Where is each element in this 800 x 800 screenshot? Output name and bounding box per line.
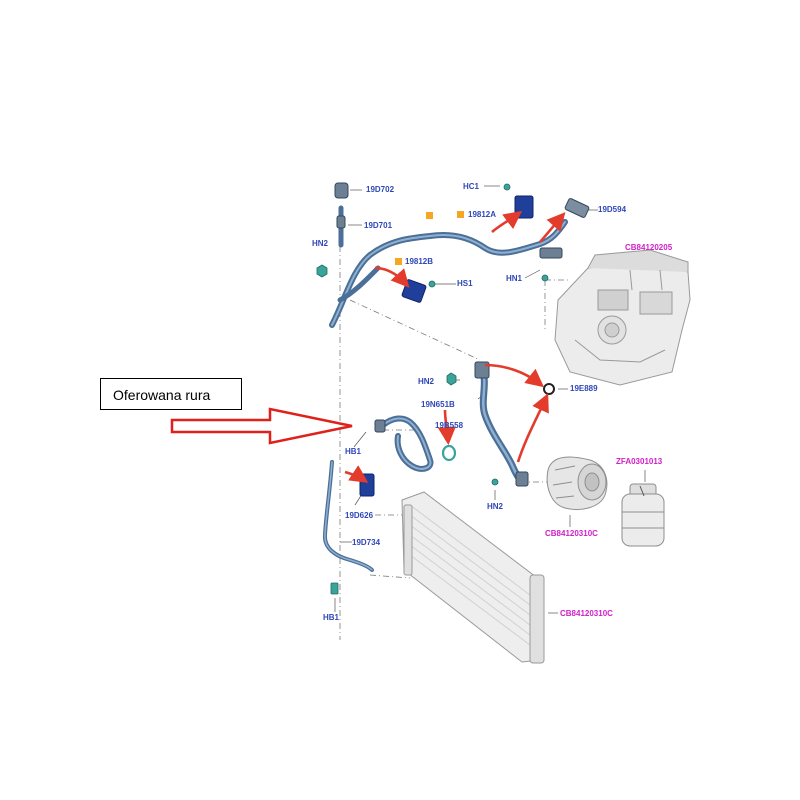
clip-hn2-low (515, 471, 529, 487)
offered-hose-19b558-inner (382, 417, 432, 470)
markers (395, 211, 464, 265)
front-hose-19n651b-inner (480, 366, 524, 484)
connector-hn1 (539, 247, 563, 259)
label-19b558: 19B558 (435, 421, 464, 430)
fasteners (316, 183, 549, 595)
nut-hn2-top (316, 264, 328, 278)
label-hn2-top: HN2 (312, 239, 329, 248)
liquid-line-19d734-inner (324, 461, 373, 571)
label-hn2-mid: HN2 (418, 377, 435, 386)
fitting-19d594 (564, 198, 590, 218)
nut-hn2-mid (446, 372, 457, 386)
nut-hn1 (541, 274, 549, 282)
label-hb1-top: HB1 (345, 447, 362, 456)
fitting-hb1-upper (374, 419, 386, 433)
arrow-to-19812b (374, 266, 410, 288)
label-hc1: HC1 (463, 182, 480, 191)
label-19812a: 19812A (468, 210, 497, 219)
stud-hs1 (428, 280, 436, 288)
upper-suction-hose-inner (331, 221, 566, 326)
label-cb84120310c-compressor: CB84120310C (545, 529, 598, 538)
marker-19812a (457, 211, 464, 218)
bracket-19d626 (359, 473, 375, 497)
label-19812b: 19812B (405, 257, 434, 266)
condenser (401, 491, 545, 664)
label-zfa0301013: ZFA0301013 (616, 457, 663, 466)
ac-compressor (546, 456, 608, 510)
callout-text: Oferowana rura (113, 387, 211, 403)
receiver-drier (621, 483, 665, 547)
upper-hose-branch (337, 265, 381, 303)
marker-top (426, 212, 433, 219)
stud-hc1 (503, 183, 511, 191)
arrow-to-19b558 (437, 409, 456, 446)
label-19d626: 19D626 (345, 511, 374, 520)
label-19d594: 19D594 (598, 205, 627, 214)
label-cb84120205: CB84120205 (625, 243, 673, 252)
bolt-hb1-bot (330, 582, 339, 595)
offered-pipe-callout: Oferowana rura (100, 378, 242, 410)
arrow-to-19e889 (484, 363, 545, 388)
bolt-hn2-low (491, 478, 499, 486)
label-hb1-bottom: HB1 (323, 613, 340, 622)
label-19n651b: 19N651B (421, 400, 455, 409)
label-hn2-low: HN2 (487, 502, 504, 511)
arrow-to-19d594 (539, 212, 566, 243)
cap-19d702 (334, 182, 349, 199)
o-ring-19e889 (543, 383, 555, 395)
label-cb84120310c-condenser: CB84120310C (560, 609, 613, 618)
hvac-module (554, 249, 691, 386)
callout-arrow (170, 407, 353, 445)
label-19d734: 19D734 (352, 538, 381, 547)
fittings (334, 182, 590, 497)
arrow-to-19812a (491, 210, 523, 233)
upper-suction-hose (329, 219, 568, 328)
label-hn1: HN1 (506, 274, 523, 283)
label-19e889: 19E889 (570, 384, 598, 393)
marker-19812b (395, 258, 402, 265)
arrow-to-19d626 (344, 465, 369, 483)
label-19d701: 19D701 (364, 221, 393, 230)
label-19d702: 19D702 (366, 185, 395, 194)
arrow-to-o-ring (516, 393, 549, 463)
red-arrows (344, 210, 566, 483)
label-hs1: HS1 (457, 279, 473, 288)
o-ring-19b558 (441, 444, 457, 462)
valve-core-19d701 (336, 215, 346, 229)
